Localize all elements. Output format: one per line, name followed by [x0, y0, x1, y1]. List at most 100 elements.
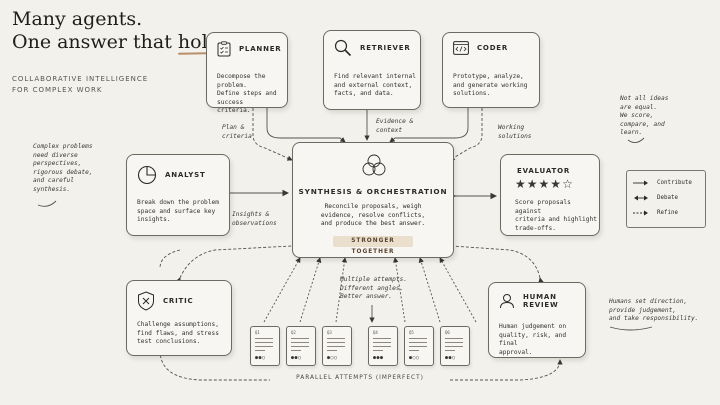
- note-line: learn.: [620, 129, 643, 136]
- attempt-score-dots: ●●○: [255, 355, 266, 361]
- star-icon: ★: [550, 177, 563, 191]
- note-line: perspectives,: [33, 160, 82, 167]
- attempt-text-line: [445, 338, 463, 339]
- dashed-arrow-icon: [633, 210, 648, 216]
- attempt-text-line: [255, 338, 273, 339]
- note-line: solutions: [498, 132, 532, 140]
- evaluator-desc: Score proposals against criteria and hig…: [515, 199, 599, 233]
- coder-label: CODER: [477, 44, 509, 52]
- note-line: Different angles.: [340, 284, 404, 292]
- attempt-label: Q5: [409, 330, 414, 335]
- synthesis-icon: [361, 153, 387, 179]
- attempt-score-dots: ●●●: [373, 355, 384, 361]
- attempt-text-line: [409, 342, 427, 343]
- attempt-score-dots: ●●○: [291, 355, 302, 361]
- note-line: We score,: [620, 112, 654, 119]
- working-solutions-note: Working solutions: [498, 124, 532, 141]
- planner-to-center: [252, 108, 293, 161]
- note-line: Not all ideas: [620, 95, 669, 102]
- plan-criteria-note: Plan & criteria: [222, 124, 252, 141]
- right-side-note: Not all ideas are equal. We score, compa…: [620, 95, 668, 138]
- analyst-card[interactable]: ANALYST Break down the problem space and…: [126, 154, 230, 236]
- retriever-desc-line: Find relevant internal: [334, 73, 416, 80]
- code-window-icon: [453, 41, 469, 55]
- evaluator-card[interactable]: EVALUATOR ★★★★☆ Score proposals against …: [500, 154, 600, 236]
- synthesis-desc-line: and produce the best answer.: [320, 220, 426, 228]
- attempt-text-line: [409, 350, 419, 351]
- page-subtitle: COLLABORATIVE INTELLIGENCE FOR COMPLEX W…: [12, 74, 162, 96]
- pie-chart-icon: [137, 165, 157, 185]
- star-icon: ★: [526, 177, 539, 191]
- analyst-desc-line: space and surface key: [137, 207, 216, 215]
- synthesis-desc-line: Reconcile proposals, weigh: [324, 203, 422, 210]
- legend-contribute-label: Contribute: [657, 180, 692, 186]
- evaluator-desc-line: Score proposals against: [515, 199, 571, 215]
- coder-desc: Prototype, analyze, and generate working…: [453, 73, 528, 99]
- note-line: Multiple attempts.: [340, 276, 408, 283]
- attempt-card: Q6 ●●○: [440, 326, 470, 366]
- person-icon: [499, 293, 515, 309]
- synthesis-card[interactable]: SYNTHESIS & ORCHESTRATION Reconcile prop…: [292, 142, 454, 258]
- attempt-card: Q3●○○: [322, 326, 352, 366]
- attempt-card: Q2●●○: [286, 326, 316, 366]
- coder-desc-line: solutions.: [453, 90, 491, 98]
- star-icon: ★: [515, 177, 527, 191]
- attempt-text-line: [445, 350, 455, 351]
- shield-x-icon: [137, 291, 155, 311]
- subtitle-line1: COLLABORATIVE INTELLIGENCE: [12, 75, 149, 83]
- attempt-text-line: [291, 342, 309, 343]
- attempt-card: Q5●○○: [404, 326, 434, 366]
- coder-card[interactable]: CODER Prototype, analyze, and generate w…: [442, 32, 540, 108]
- analyst-label: ANALYST: [165, 171, 206, 179]
- coder-desc-line: and generate working: [453, 81, 528, 89]
- double-arrow-icon: [634, 195, 648, 201]
- attempt-text-line: [445, 346, 463, 347]
- note-line: Evidence &: [376, 118, 414, 125]
- legend: Contribute Debate Refine: [626, 170, 706, 228]
- attempt-label: Q3: [327, 330, 332, 335]
- attempt-text-line: [373, 346, 391, 347]
- subtitle-line2: FOR COMPLEX WORK: [12, 86, 103, 94]
- planner-card[interactable]: PLANNER Decompose the problem. Define st…: [206, 32, 288, 114]
- parallel-attempts-footer: PARALLEL ATTEMPTS (IMPERFECT): [296, 375, 424, 381]
- attempt-label: Q6: [445, 330, 450, 335]
- critic-card[interactable]: CRITIC Challenge assumptions, find flaws…: [126, 280, 232, 356]
- retriever-desc-line: facts, and data.: [334, 90, 394, 98]
- star-empty-icon: ☆: [562, 177, 574, 191]
- arrow-right-icon: [633, 180, 648, 186]
- attempt-text-line: [291, 338, 309, 339]
- critic-label: CRITIC: [163, 297, 194, 305]
- attempt-text-line: [409, 346, 427, 347]
- insights-note: Insights & observations: [232, 211, 277, 228]
- note-line: and careful: [33, 177, 74, 184]
- note-line: Plan &: [222, 124, 245, 131]
- star-icon: ★: [538, 177, 551, 191]
- human-review-card[interactable]: HUMAN REVIEW Human judgement on quality,…: [488, 282, 586, 358]
- attempt-text-line: [373, 342, 391, 343]
- attempt-text-line: [327, 338, 345, 339]
- planner-desc: Decompose the problem. Define steps and …: [217, 73, 287, 116]
- critic-desc: Challenge assumptions, find flaws, and s…: [137, 321, 219, 347]
- note-line: Working: [498, 124, 525, 131]
- synthesis-desc-line: evidence, resolve conflicts,: [320, 211, 426, 219]
- retriever-label: RETRIEVER: [360, 44, 411, 52]
- attempt-text-line: [327, 346, 345, 347]
- analyst-desc-line: insights.: [137, 216, 171, 224]
- title-line1: Many agents.: [12, 8, 143, 30]
- note-line: context: [376, 126, 403, 134]
- attempt-text-line: [291, 346, 309, 347]
- attempt-score-dots: ●●○: [445, 355, 456, 361]
- evaluator-desc-line: trade-offs.: [515, 224, 556, 232]
- retriever-card[interactable]: RETRIEVER Find relevant internal and ext…: [323, 30, 421, 110]
- attempt-label: Q1: [255, 330, 260, 335]
- planner-desc-line: criteria.: [217, 107, 251, 115]
- note-line: compare, and: [620, 120, 665, 128]
- attempt-text-line: [445, 342, 463, 343]
- evidence-context-note: Evidence & context: [376, 118, 413, 135]
- note-line: provide judgement,: [609, 306, 677, 314]
- critic-desc-line: Challenge assumptions,: [137, 321, 219, 328]
- human-review-desc-line: Human judgement on: [499, 323, 567, 330]
- critic-to-center: [175, 245, 293, 284]
- note-line: synthesis.: [33, 185, 71, 193]
- attempt-label: Q4: [373, 330, 378, 335]
